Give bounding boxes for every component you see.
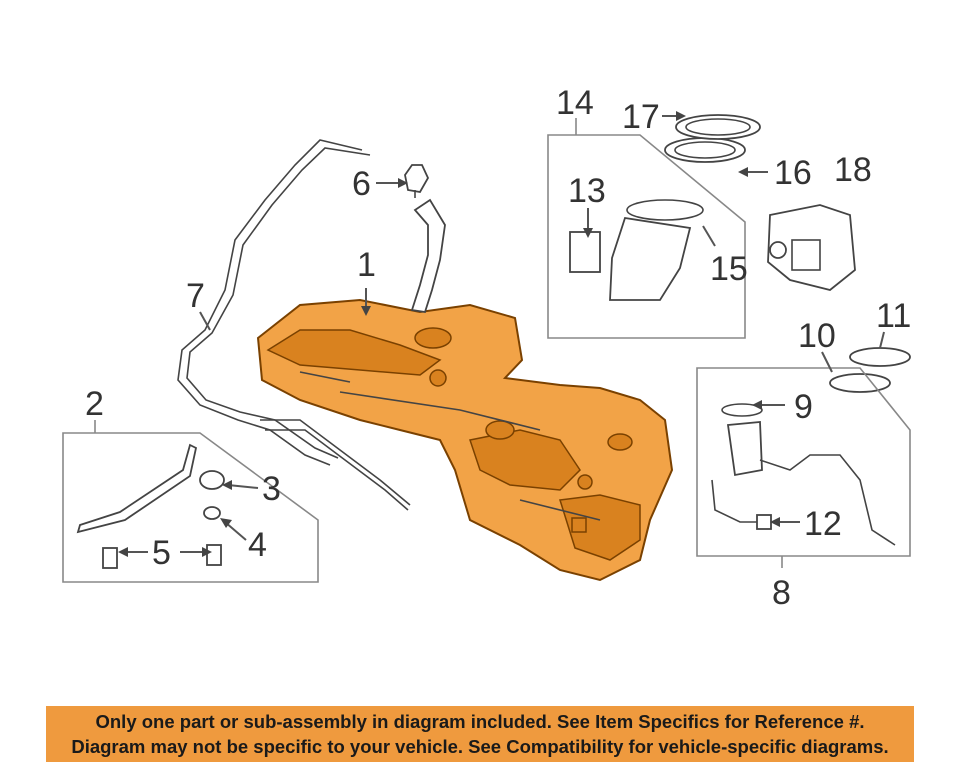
vent-valve-part-6: [404, 164, 430, 198]
callout-labels: 1 2 3 4 5 6 7 8 9 10 11 12 13 14 15 16 1…: [85, 84, 911, 612]
filler-neck: [410, 198, 446, 314]
callout-1: 1: [357, 246, 376, 284]
disclaimer-banner: Only one part or sub-assembly in diagram…: [46, 706, 914, 762]
seal-part-10: [829, 373, 891, 393]
callout-2: 2: [85, 385, 104, 423]
callout-9: 9: [794, 388, 813, 426]
disclaimer-line-1: Only one part or sub-assembly in diagram…: [95, 711, 865, 732]
callout-10: 10: [798, 317, 836, 355]
callout-17: 17: [622, 98, 660, 136]
callout-3: 3: [262, 470, 281, 508]
lock-ring-part-16: [664, 137, 746, 163]
leader-lines: [118, 111, 885, 557]
seal-part-17: [675, 114, 761, 140]
callout-6: 6: [352, 165, 371, 203]
bracket-group-part-2: [62, 420, 319, 583]
fuel-pump-group-part-14: [547, 118, 746, 339]
parts-diagram: 1 2 3 4 5 6 7 8 9 10 11 12 13 14 15 16 1…: [62, 84, 911, 612]
lock-ring-part-11: [849, 347, 911, 367]
pump-module-part-18: [767, 204, 856, 291]
level-sender-group-part-8: [696, 367, 911, 568]
callout-16: 16: [774, 154, 812, 192]
fuel-tank: [256, 298, 674, 582]
callout-15: 15: [710, 250, 748, 288]
callout-5: 5: [152, 534, 171, 572]
callout-4: 4: [248, 526, 267, 564]
callout-7: 7: [186, 277, 205, 315]
disclaimer-line-2: Diagram may not be specific to your vehi…: [71, 736, 889, 757]
vent-lines-part-7: [177, 139, 411, 511]
callout-11: 11: [876, 297, 911, 335]
callout-12: 12: [804, 505, 842, 543]
callout-18: 18: [834, 151, 872, 189]
callout-14: 14: [556, 84, 594, 122]
callout-8: 8: [772, 574, 791, 612]
callout-13: 13: [568, 172, 606, 210]
